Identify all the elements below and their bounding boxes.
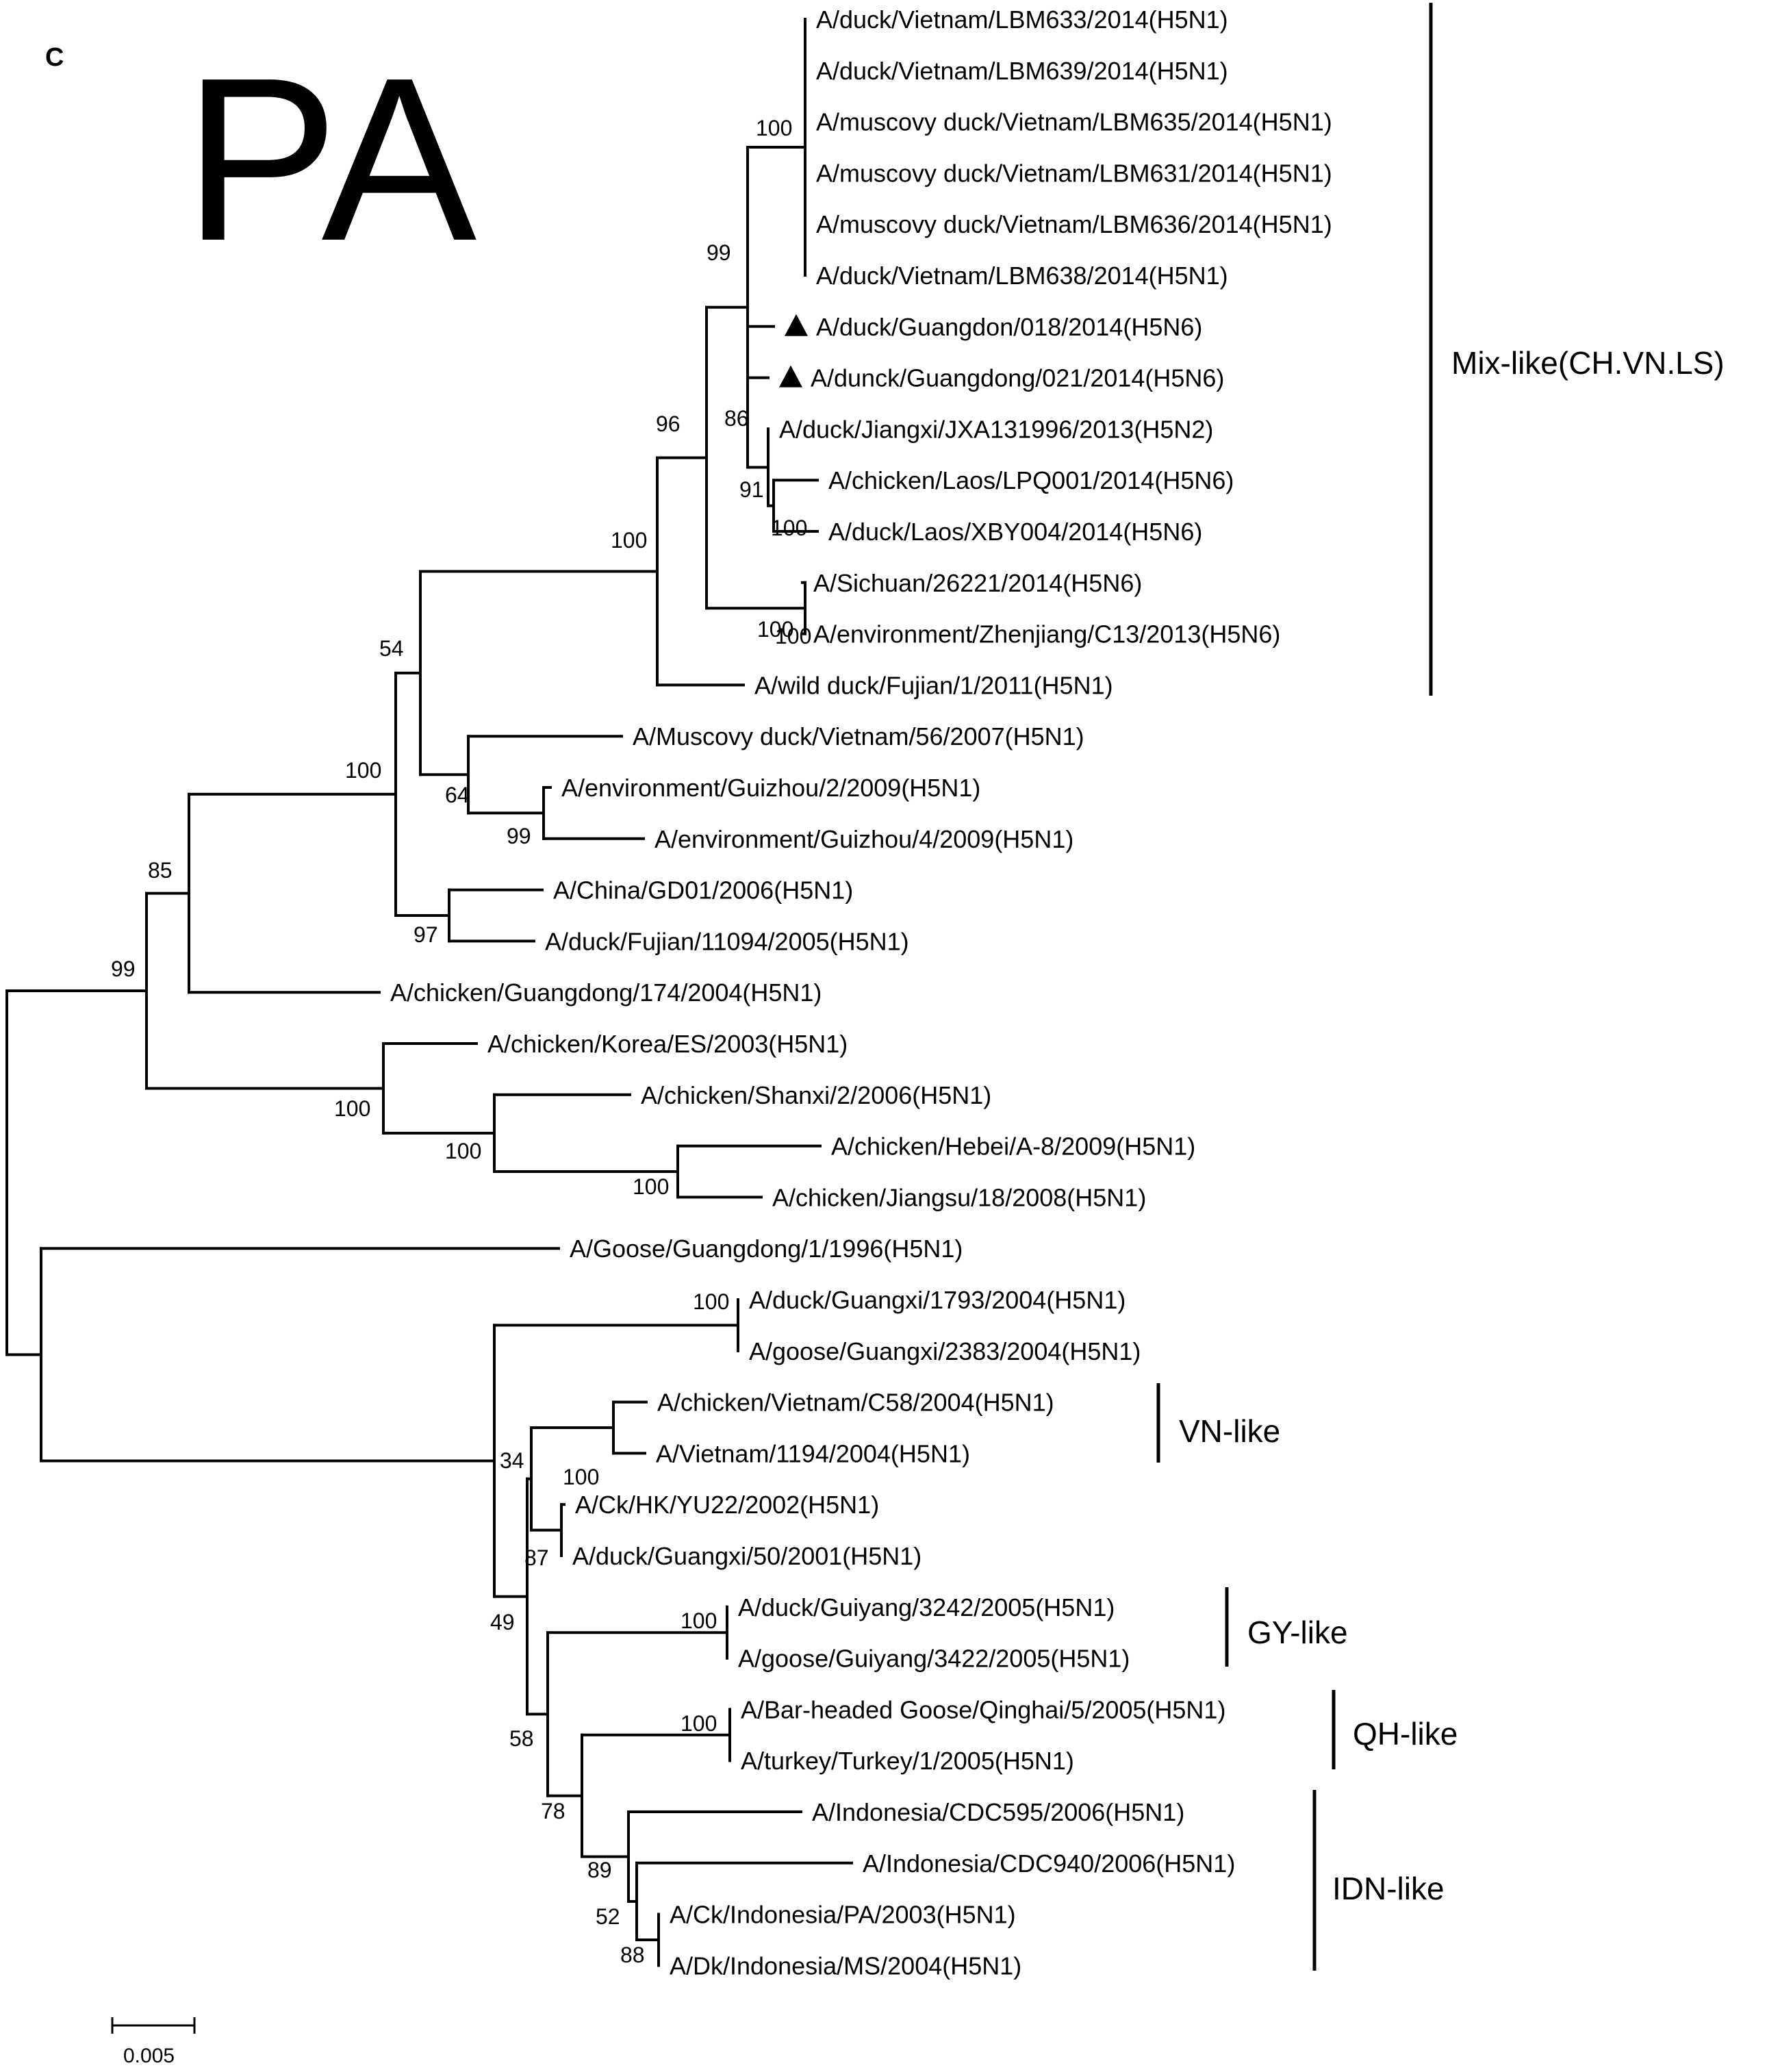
taxon-label: A/Indonesia/CDC595/2006(H5N1) <box>812 1798 1184 1826</box>
taxon-label: A/Ck/Indonesia/PA/2003(H5N1) <box>670 1901 1016 1929</box>
bootstrap-value: 88 <box>620 1943 645 1967</box>
bootstrap-value: 100 <box>775 624 811 648</box>
taxon-label: A/Bar-headed Goose/Qinghai/5/2005(H5N1) <box>741 1695 1225 1723</box>
taxon-label: A/goose/Guangxi/2383/2004(H5N1) <box>749 1337 1141 1365</box>
bootstrap-value: 89 <box>587 1858 612 1882</box>
taxon-label: A/muscovy duck/Vietnam/LBM635/2014(H5N1) <box>816 108 1332 136</box>
taxon-label: A/China/GD01/2006(H5N1) <box>553 876 853 905</box>
bootstrap-value: 49 <box>490 1610 515 1634</box>
taxon-label: A/duck/Guangdon/018/2014(H5N6) <box>816 313 1202 341</box>
bootstrap-value: 87 <box>524 1545 549 1570</box>
bootstrap-value: 100 <box>633 1174 669 1199</box>
taxon-label: A/duck/Guiyang/3242/2005(H5N1) <box>738 1593 1115 1621</box>
bootstrap-value: 100 <box>445 1139 481 1163</box>
tree-branches <box>5 18 853 1967</box>
bootstrap-value: 100 <box>756 116 792 140</box>
taxon-label: A/duck/Guangxi/1793/2004(H5N1) <box>749 1286 1126 1314</box>
taxon-label: A/chicken/Vietnam/C58/2004(H5N1) <box>657 1389 1054 1417</box>
bootstrap-value: 100 <box>757 617 793 642</box>
taxon-label: A/Indonesia/CDC940/2006(H5N1) <box>863 1849 1235 1878</box>
bootstrap-value: 54 <box>379 636 404 661</box>
clade-label: IDN-like <box>1332 1871 1445 1906</box>
clade-label: GY-like <box>1247 1615 1348 1650</box>
bootstrap-value: 52 <box>596 1904 620 1929</box>
bootstrap-labels: 1009986911001009610054649910097859910010… <box>111 116 811 1967</box>
taxon-label: A/dunck/Guangdong/021/2014(H5N6) <box>811 364 1224 392</box>
bootstrap-value: 99 <box>707 240 731 265</box>
taxon-label: A/Goose/Guangdong/1/1996(H5N1) <box>570 1235 963 1263</box>
taxon-label: A/environment/Guizhou/4/2009(H5N1) <box>654 825 1073 853</box>
bootstrap-value: 96 <box>656 412 681 436</box>
taxon-label: A/turkey/Turkey/1/2005(H5N1) <box>741 1747 1074 1775</box>
scale-bar-label: 0.005 <box>123 2045 175 2067</box>
bootstrap-value: 100 <box>611 528 647 553</box>
taxon-label: A/duck/Vietnam/LBM633/2014(H5N1) <box>816 5 1228 34</box>
marked-taxon-triangle-icon <box>785 314 808 336</box>
taxon-label: A/Ck/HK/YU22/2002(H5N1) <box>575 1491 879 1519</box>
taxon-label: A/muscovy duck/Vietnam/LBM631/2014(H5N1) <box>816 159 1332 187</box>
bootstrap-value: 100 <box>771 516 807 540</box>
clade-brackets: Mix-like(CH.VN.LS) VN-likeGY-likeQH-likeI… <box>1156 3 1725 1971</box>
clade-label: VN-like <box>1179 1413 1280 1449</box>
taxon-label: A/Vietnam/1194/2004(H5N1) <box>656 1439 970 1467</box>
taxon-label: A/muscovy duck/Vietnam/LBM636/2014(H5N1) <box>816 210 1332 238</box>
taxon-label: A/duck/Jiangxi/JXA131996/2013(H5N2) <box>779 415 1213 443</box>
taxon-label: A/Dk/Indonesia/MS/2004(H5N1) <box>670 1951 1021 1980</box>
bootstrap-value: 99 <box>111 957 136 981</box>
taxon-label: A/goose/Guiyang/3422/2005(H5N1) <box>738 1645 1130 1673</box>
bootstrap-value: 64 <box>445 783 470 807</box>
bootstrap-value: 97 <box>414 922 438 947</box>
taxon-label: A/chicken/Laos/LPQ001/2014(H5N6) <box>828 466 1234 494</box>
taxon-label: A/chicken/Shanxi/2/2006(H5N1) <box>641 1081 991 1109</box>
bootstrap-value: 58 <box>509 1726 534 1751</box>
bootstrap-value: 78 <box>541 1799 565 1823</box>
panel-label: C <box>45 43 64 72</box>
taxon-label: A/duck/Guangxi/50/2001(H5N1) <box>572 1542 921 1570</box>
taxon-label: A/duck/Laos/XBY004/2014(H5N6) <box>828 518 1202 546</box>
bootstrap-value: 100 <box>345 758 381 783</box>
clade-label: QH-like <box>1353 1716 1458 1752</box>
taxon-label: A/duck/Vietnam/LBM638/2014(H5N1) <box>816 262 1228 290</box>
taxon-labels: A/duck/Vietnam/LBM633/2014(H5N1) A/duck/V… <box>390 5 1332 1980</box>
taxon-label: A/duck/Fujian/11094/2005(H5N1) <box>545 927 909 955</box>
taxon-label: A/duck/Vietnam/LBM639/2014(H5N1) <box>816 57 1228 85</box>
taxon-label: A/chicken/Jiangsu/18/2008(H5N1) <box>772 1183 1146 1211</box>
taxon-label: A/chicken/Hebei/A-8/2009(H5N1) <box>831 1133 1195 1161</box>
scale-bar: 0.005 <box>111 2017 196 2067</box>
bootstrap-value: 34 <box>500 1448 524 1473</box>
bootstrap-value: 100 <box>681 1711 717 1736</box>
bootstrap-value: 85 <box>148 858 173 883</box>
bootstrap-value: 100 <box>681 1608 717 1633</box>
taxon-label: A/Muscovy duck/Vietnam/56/2007(H5N1) <box>633 722 1084 750</box>
clade-label: Mix-like(CH.VN.LS) <box>1451 345 1725 381</box>
bootstrap-value: 100 <box>693 1289 729 1314</box>
taxon-label: A/chicken/Guangdong/174/2004(H5N1) <box>390 978 822 1007</box>
bootstrap-value: 100 <box>334 1096 370 1121</box>
taxon-label: A/chicken/Korea/ES/2003(H5N1) <box>487 1030 848 1058</box>
bootstrap-value: 99 <box>507 824 531 848</box>
taxon-label: A/environment/Guizhou/2/2009(H5N1) <box>561 774 980 802</box>
bootstrap-value: 100 <box>563 1465 599 1489</box>
taxon-label: A/environment/Zhenjiang/C13/2013(H5N6) <box>813 620 1280 648</box>
marked-taxon-triangle-icon <box>779 365 802 388</box>
taxon-label: A/Sichuan/26221/2014(H5N6) <box>813 569 1142 597</box>
taxon-label: A/wild duck/Fujian/1/2011(H5N1) <box>754 671 1113 699</box>
bootstrap-value: 91 <box>739 477 764 502</box>
bootstrap-value: 86 <box>724 406 749 431</box>
gene-label: PA <box>183 29 478 290</box>
